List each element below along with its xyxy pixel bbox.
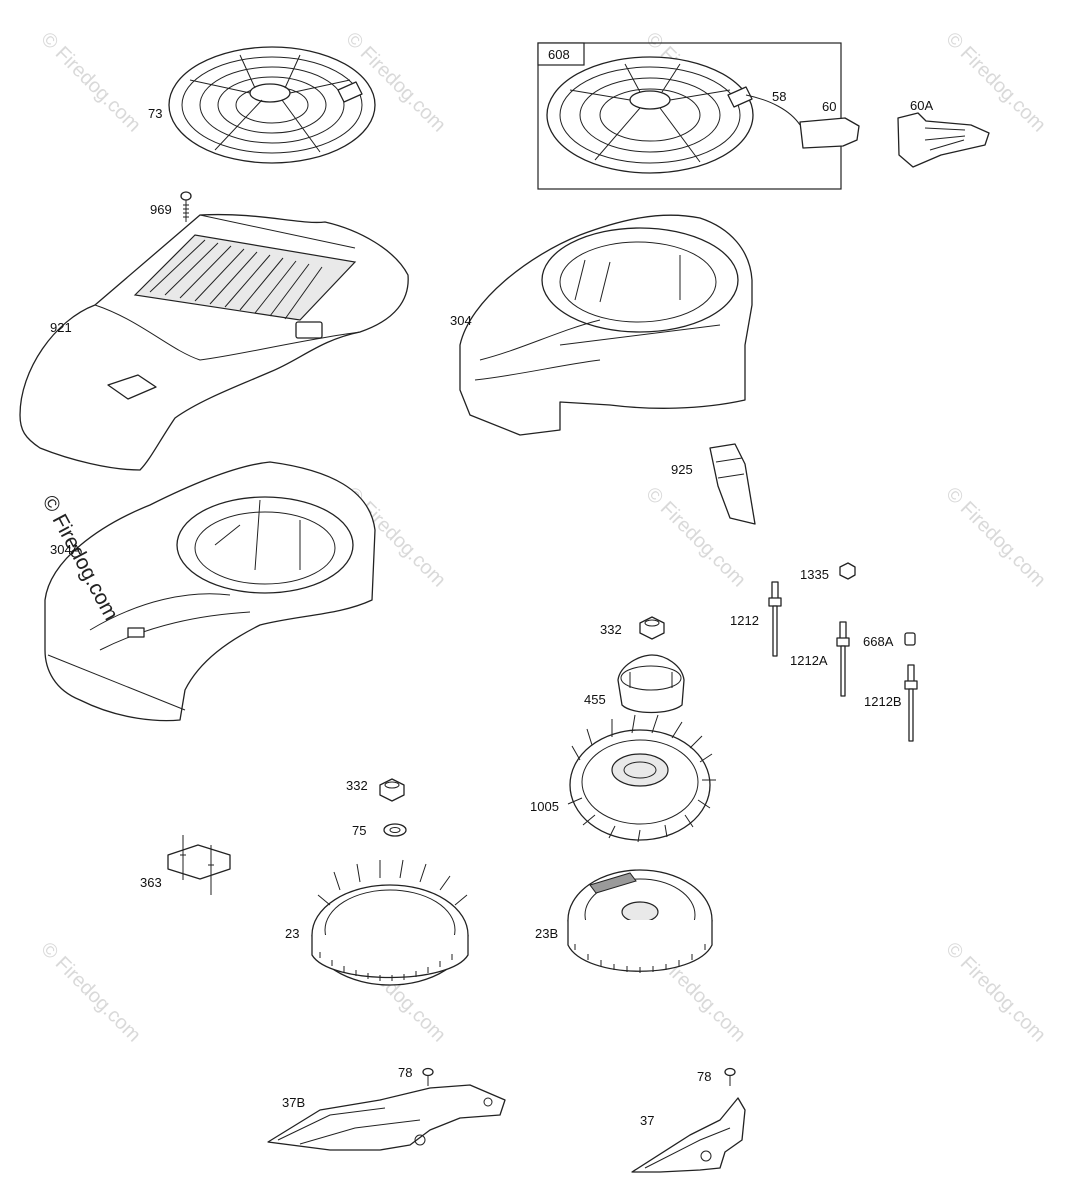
callout-363: 363 [140,875,162,890]
callout-58: 58 [772,89,786,104]
air-guide-37 [631,1097,746,1173]
callout-1005: 1005 [530,799,559,814]
callout-668a: 668A [863,634,894,649]
rotating-screen-455 [617,654,685,714]
callout-455: 455 [584,692,606,707]
callout-37: 37 [640,1113,654,1128]
watermark-7: © Firedog.com [941,483,1050,592]
blower-cover-921 [19,213,409,471]
baffle-925 [709,443,756,525]
screw-78-right [724,1067,736,1086]
bracket-363 [167,835,231,895]
nut-1335 [839,562,856,580]
callout-1212: 1212 [730,613,759,628]
watermark-11: © Firedog.com [941,938,1050,1047]
callout-304a: 304A [50,542,81,557]
screw-969 [180,191,192,222]
nut-332-top [639,616,665,640]
air-guide-37b [267,1084,506,1151]
callout-23b: 23B [535,926,558,941]
callout-78-right: 78 [697,1069,711,1084]
callout-332-bottom: 332 [346,778,368,793]
callout-332-top: 332 [600,622,622,637]
callout-78-left: 78 [398,1065,412,1080]
callout-37b: 37B [282,1095,305,1110]
flywheel-23b [567,869,713,973]
rewind-starter-73 [168,46,376,164]
callout-23: 23 [285,926,299,941]
callout-1335: 1335 [800,567,829,582]
flywheel-fan-1005 [567,714,716,843]
callout-304: 304 [450,313,472,328]
flywheel-23 [311,859,469,986]
starter-handle-60a [897,112,990,168]
screw-78-left [422,1067,434,1086]
watermark-8: © Firedog.com [36,938,145,1047]
nut-332-bottom [379,778,405,802]
callout-75: 75 [352,823,366,838]
callout-73: 73 [148,106,162,121]
stud-1212b [904,664,918,742]
assembly-box-608 [537,42,860,190]
stud-1212a [836,621,850,697]
callout-608: 608 [548,47,570,62]
washer-75 [383,823,407,837]
callout-60: 60 [822,99,836,114]
callout-925: 925 [671,462,693,477]
callout-1212a: 1212A [790,653,828,668]
callout-969: 969 [150,202,172,217]
stud-1212 [768,581,782,657]
blower-housing-304 [459,214,753,436]
spacer-668a [904,632,916,646]
callout-921: 921 [50,320,72,335]
watermark-1: © Firedog.com [36,28,145,137]
callout-60a: 60A [910,98,933,113]
blower-housing-304a [44,461,376,722]
callouts: 73 608 58 60 60A 969 921 304 304A 925 13… [50,47,933,1128]
callout-1212b: 1212B [864,694,902,709]
watermark-4: © Firedog.com [941,28,1050,137]
